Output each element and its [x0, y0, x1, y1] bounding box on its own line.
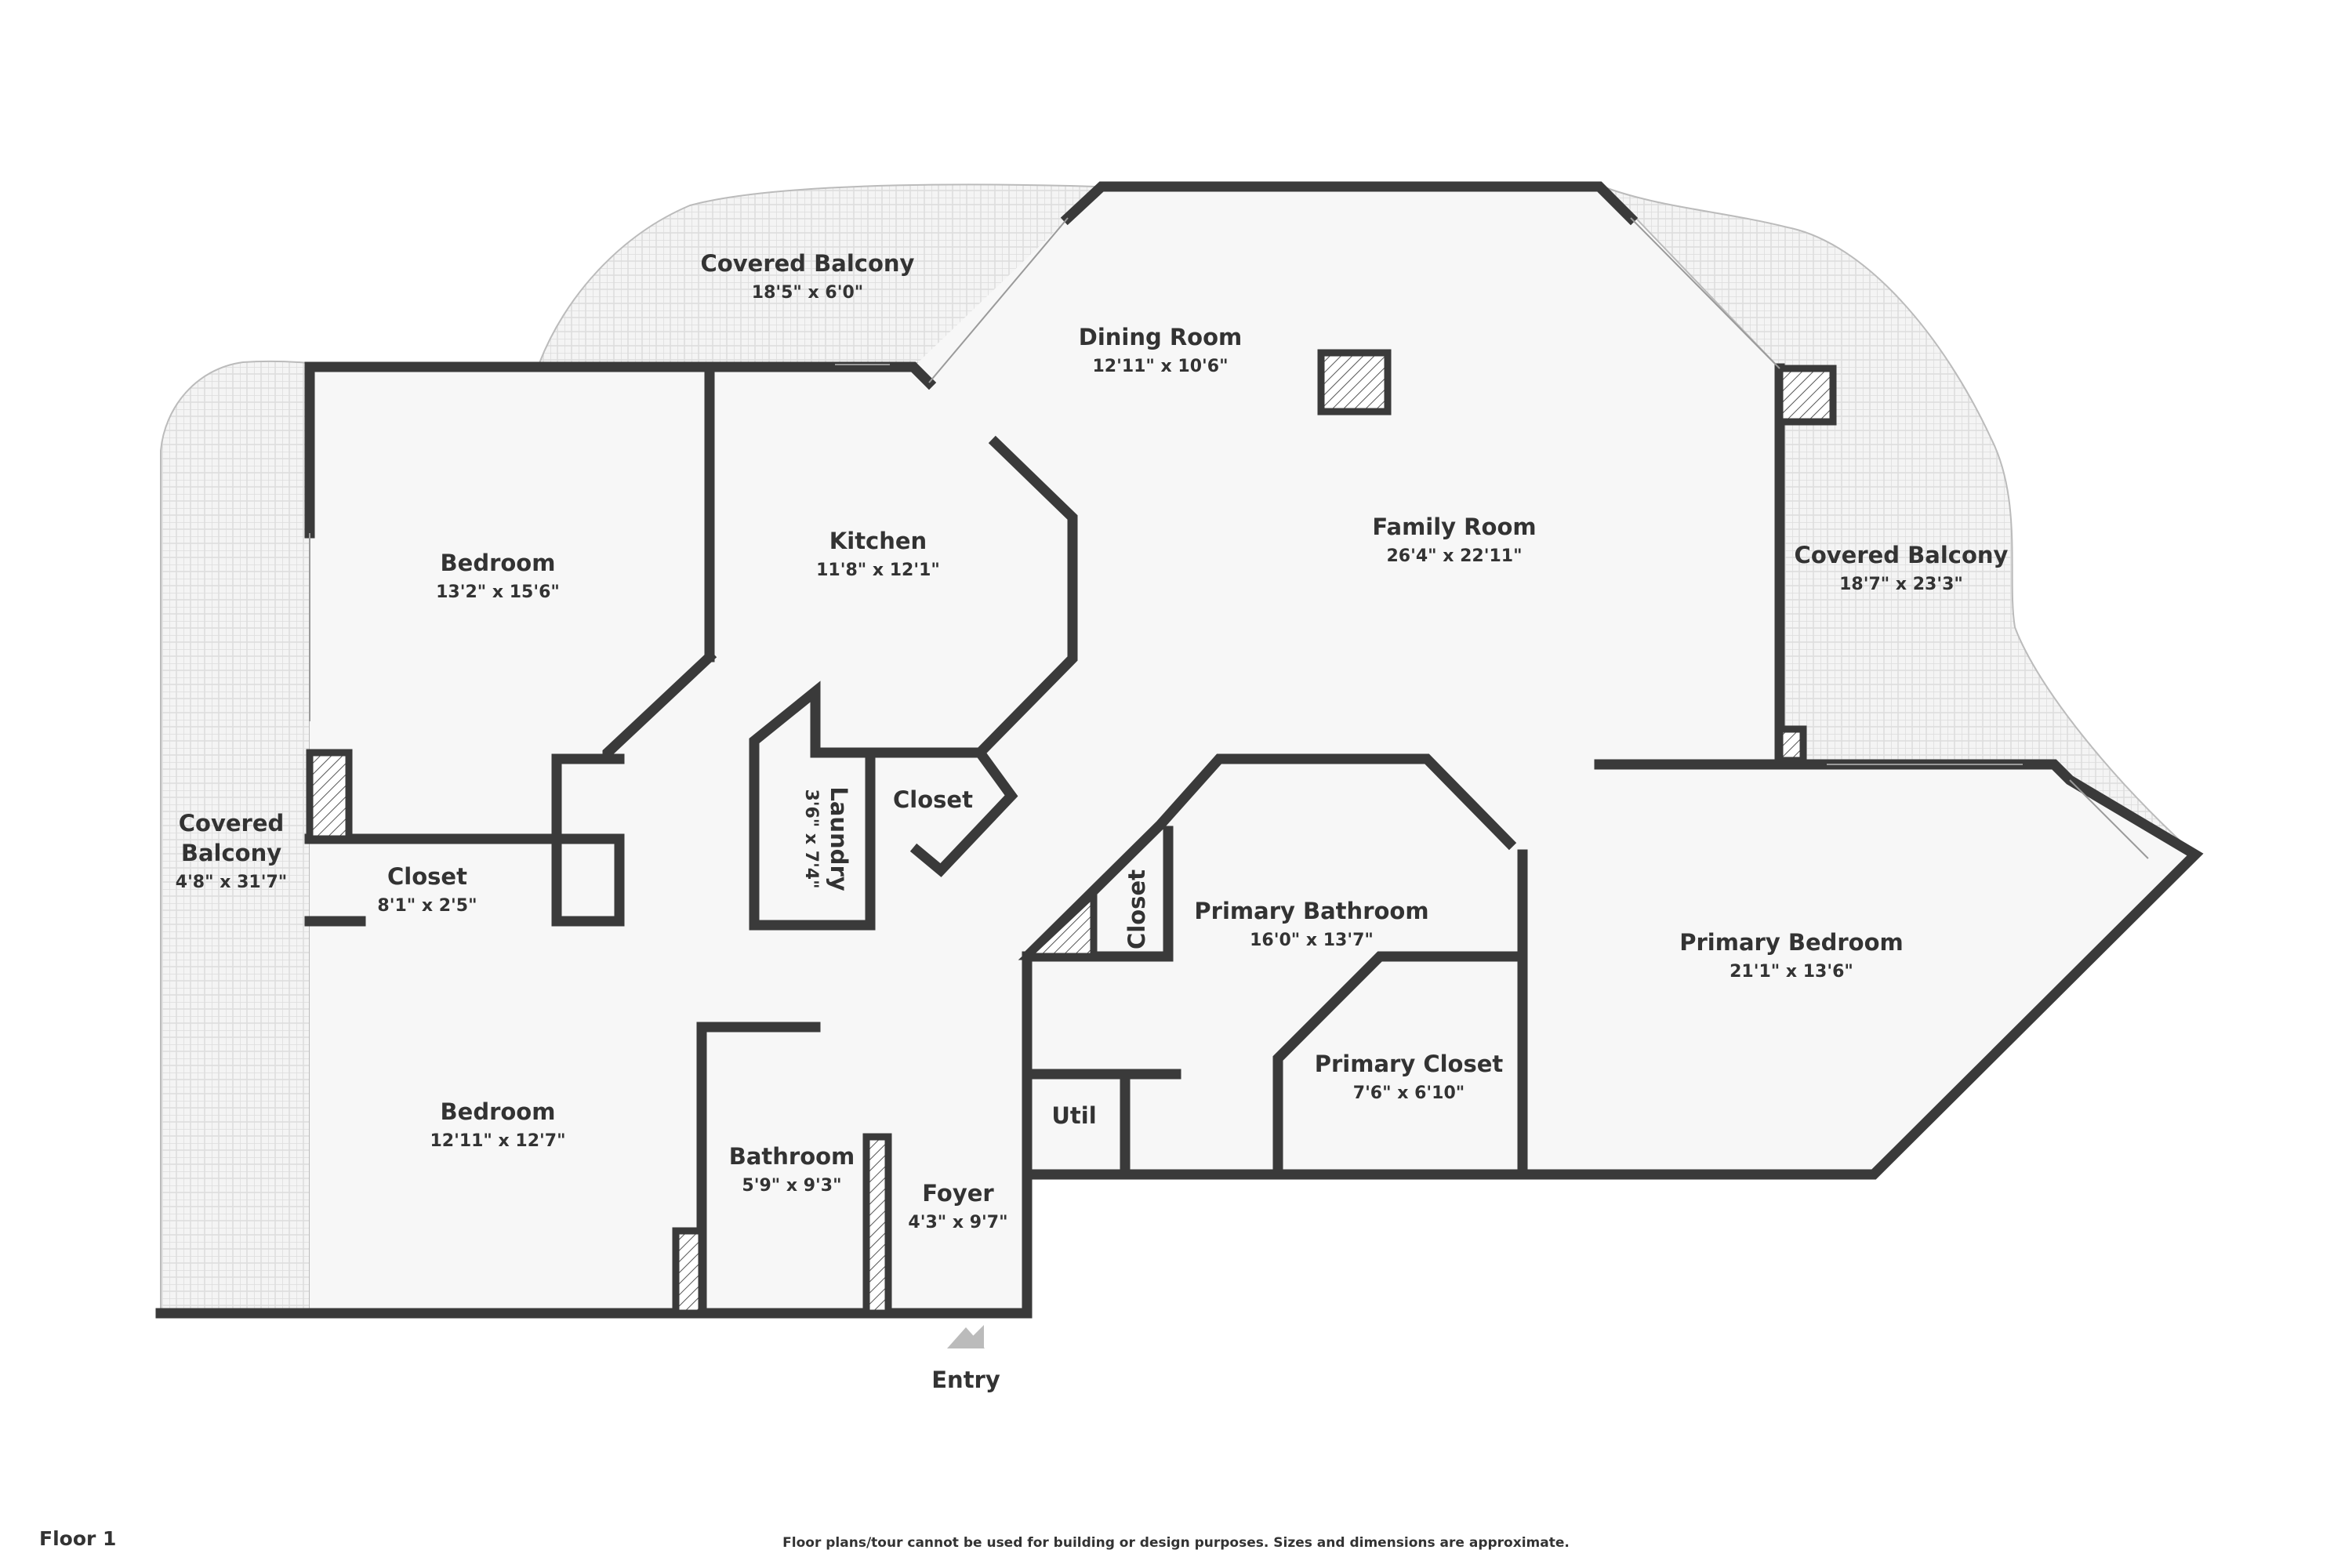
balcony-left-dims: 4'8" x 31'7" — [176, 873, 287, 892]
balcony-left-name-1: Covered — [179, 810, 285, 837]
family-room-name: Family Room — [1372, 514, 1536, 540]
floor-label: Floor 1 — [39, 1527, 117, 1550]
primary-closet-dims: 7'6" x 6'10" — [1353, 1083, 1465, 1103]
entry-label: Entry — [931, 1367, 1000, 1393]
kitchen-name: Kitchen — [829, 528, 927, 554]
closet-left-name: Closet — [387, 863, 467, 890]
interior-walls — [304, 361, 1785, 1319]
foyer-dims: 4'3" x 9'7" — [908, 1213, 1007, 1232]
util-name: Util — [1051, 1102, 1096, 1129]
balcony-right-area — [1606, 187, 2197, 880]
kitchen-dims: 11'8" x 12'1" — [816, 561, 940, 580]
laundry-name: Laundry — [826, 786, 852, 891]
balcony-top-area — [538, 183, 1100, 364]
primary-bedroom-name: Primary Bedroom — [1679, 929, 1903, 956]
bedroom-top-dims: 13'2" x 15'6" — [436, 583, 560, 602]
laundry-dims: 3'6" x 7'4" — [801, 789, 821, 888]
column-block — [862, 1133, 892, 1317]
closet-left-dims: 8'1" x 2'5" — [377, 896, 477, 916]
primary-bathroom-dims: 16'0" x 13'7" — [1250, 931, 1374, 950]
foyer-name: Foyer — [922, 1180, 994, 1207]
balcony-left-name-2: Balcony — [181, 840, 281, 866]
bedroom-top-name: Bedroom — [441, 550, 556, 576]
column-block — [1776, 725, 1807, 764]
balcony-right-name: Covered Balcony — [1795, 542, 2009, 568]
balcony-left-area — [160, 360, 310, 1318]
outer-wall-right-lower — [304, 759, 2204, 1319]
room-labels: Covered Balcony 18'5" x 6'0" Covered Bal… — [176, 250, 2009, 1393]
column-block — [306, 749, 353, 843]
column-block — [672, 1227, 706, 1317]
column-block — [1018, 885, 1098, 960]
closet-bath-name: Closet — [1123, 869, 1150, 949]
bathroom-dims: 5'9" x 9'3" — [742, 1176, 841, 1196]
entry-triangle-icon — [947, 1327, 985, 1348]
bedroom-bottom-name: Bedroom — [441, 1098, 556, 1125]
bedroom-bottom-dims: 12'11" x 12'7" — [430, 1131, 565, 1151]
balcony-top-name: Covered Balcony — [701, 250, 915, 277]
column-block — [1317, 349, 1392, 416]
primary-bedroom-dims: 21'1" x 13'6" — [1730, 962, 1853, 982]
outer-wall-top — [1060, 181, 1639, 226]
closet-center-name: Closet — [893, 786, 973, 813]
balcony-right-dims: 18'7" x 23'3" — [1839, 575, 1963, 594]
column-block — [1776, 365, 1837, 426]
windows — [309, 217, 2149, 859]
balcony-top-dims: 18'5" x 6'0" — [752, 283, 863, 303]
dining-room-name: Dining Room — [1079, 324, 1243, 350]
outer-wall — [304, 361, 937, 390]
disclaimer: Floor plans/tour cannot be used for buil… — [782, 1535, 1570, 1551]
bathroom-name: Bathroom — [729, 1143, 855, 1170]
family-room-dims: 26'4" x 22'11" — [1386, 546, 1522, 566]
primary-closet-name: Primary Closet — [1315, 1051, 1504, 1077]
primary-bathroom-name: Primary Bathroom — [1194, 898, 1428, 924]
dining-room-dims: 12'11" x 10'6" — [1092, 357, 1228, 376]
